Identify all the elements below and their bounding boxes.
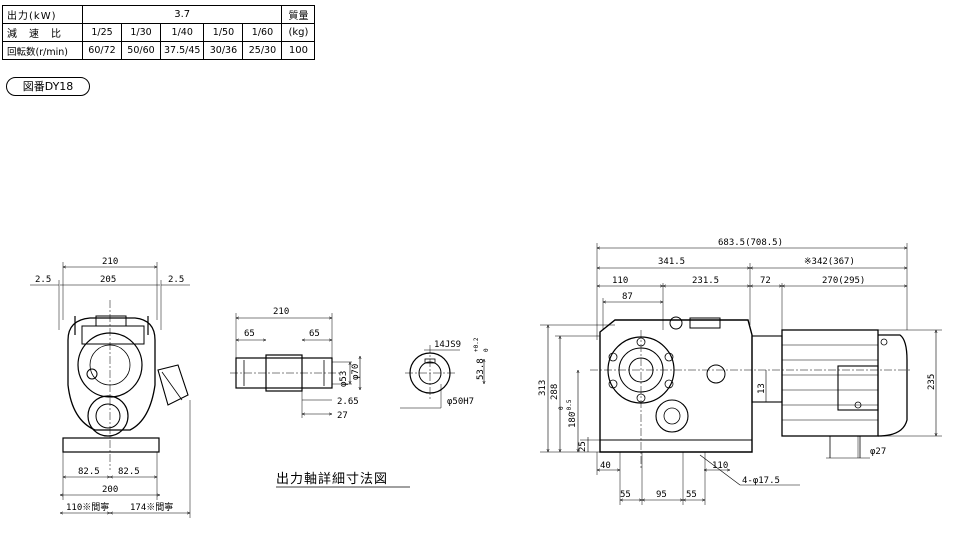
shaft-key-tol-upper: +0.2 bbox=[473, 337, 480, 352]
front-view bbox=[30, 262, 190, 518]
shaft-key-tol-lower: 0 bbox=[483, 348, 490, 352]
front-dim-total: 210 bbox=[102, 257, 118, 267]
side-holes: 4-φ17.5 bbox=[742, 476, 780, 486]
side-dim-3415: 341.5 bbox=[658, 257, 685, 267]
side-dim-288: 288 bbox=[550, 384, 560, 400]
side-dim-25: 25 bbox=[578, 441, 588, 452]
front-dim-bottom-right: 174※間寧 bbox=[130, 501, 173, 513]
side-dim-27: φ27 bbox=[870, 447, 886, 457]
shaft-dim-left: 65 bbox=[244, 329, 255, 339]
spec-row-speed: 回転数(r/min) 60/72 50/60 37.5/45 30/36 25/… bbox=[2, 41, 316, 60]
shaft-bore: φ50H7 bbox=[447, 397, 474, 407]
speed-cell: 30/36 bbox=[203, 41, 244, 60]
side-dim-13: 13 bbox=[757, 383, 767, 394]
shaft-dim-dia53: φ53 bbox=[339, 371, 349, 387]
side-dim-55b: 55 bbox=[686, 490, 697, 500]
side-dim-110b: 110 bbox=[712, 461, 728, 471]
front-dim-left-offset: 2.5 bbox=[35, 275, 51, 285]
side-dim-313: 313 bbox=[538, 380, 548, 396]
spec-row-ratio: 減 速 比 1/25 1/30 1/40 1/50 1/60 (kg) bbox=[2, 23, 316, 42]
front-dim-inner: 205 bbox=[100, 275, 116, 285]
figure-number-badge: 図番DY18 bbox=[6, 77, 90, 96]
side-dim-87: 87 bbox=[622, 292, 633, 302]
side-dim-235: 235 bbox=[927, 374, 937, 390]
speed-cell: 37.5/45 bbox=[159, 41, 205, 60]
speed-cell: 60/72 bbox=[82, 41, 122, 60]
spec-row-output: 出力(kW) 3.7 質量 bbox=[2, 5, 316, 24]
side-dim-180-tol-upper: 0 bbox=[558, 406, 565, 410]
spec-table: 出力(kW) 3.7 質量 減 速 比 1/25 1/30 1/40 1/50 … bbox=[2, 5, 316, 60]
side-dim-270: 270(295) bbox=[822, 276, 865, 286]
shaft-detail bbox=[230, 313, 484, 418]
front-dim-right-offset: 2.5 bbox=[168, 275, 184, 285]
side-dim-180-tol-lower: -0.5 bbox=[566, 399, 573, 414]
side-dim-motor: ※342(367) bbox=[804, 257, 855, 267]
front-dim-base: 200 bbox=[102, 485, 118, 495]
shaft-key-width: 14JS9 bbox=[434, 340, 461, 350]
side-dim-95: 95 bbox=[656, 490, 667, 500]
mass-value: 100 bbox=[281, 41, 316, 60]
side-view bbox=[540, 243, 942, 505]
side-dim-40: 40 bbox=[600, 461, 611, 471]
shaft-detail-title: 出力軸詳細寸法図 bbox=[276, 471, 388, 487]
shaft-dim-length: 210 bbox=[273, 307, 289, 317]
side-dim-2315: 231.5 bbox=[692, 276, 719, 286]
shaft-dim-27: 27 bbox=[337, 411, 348, 421]
front-dim-half-left: 82.5 bbox=[78, 467, 100, 477]
side-dim-72: 72 bbox=[760, 276, 771, 286]
front-dim-bottom-left: 110※間寧 bbox=[66, 501, 109, 513]
shaft-key-depth: 53.8 bbox=[476, 358, 486, 380]
side-dim-180: 180 bbox=[568, 412, 578, 428]
speed-cell: 50/60 bbox=[121, 41, 161, 60]
shaft-dim-right: 65 bbox=[309, 329, 320, 339]
front-dim-half-right: 82.5 bbox=[118, 467, 140, 477]
side-dim-overall: 683.5(708.5) bbox=[718, 238, 783, 248]
shaft-dim-dia70: φ70 bbox=[351, 364, 361, 380]
shaft-dim-265: 2.65 bbox=[337, 397, 359, 407]
side-dim-55a: 55 bbox=[620, 490, 631, 500]
side-dim-110: 110 bbox=[612, 276, 628, 286]
